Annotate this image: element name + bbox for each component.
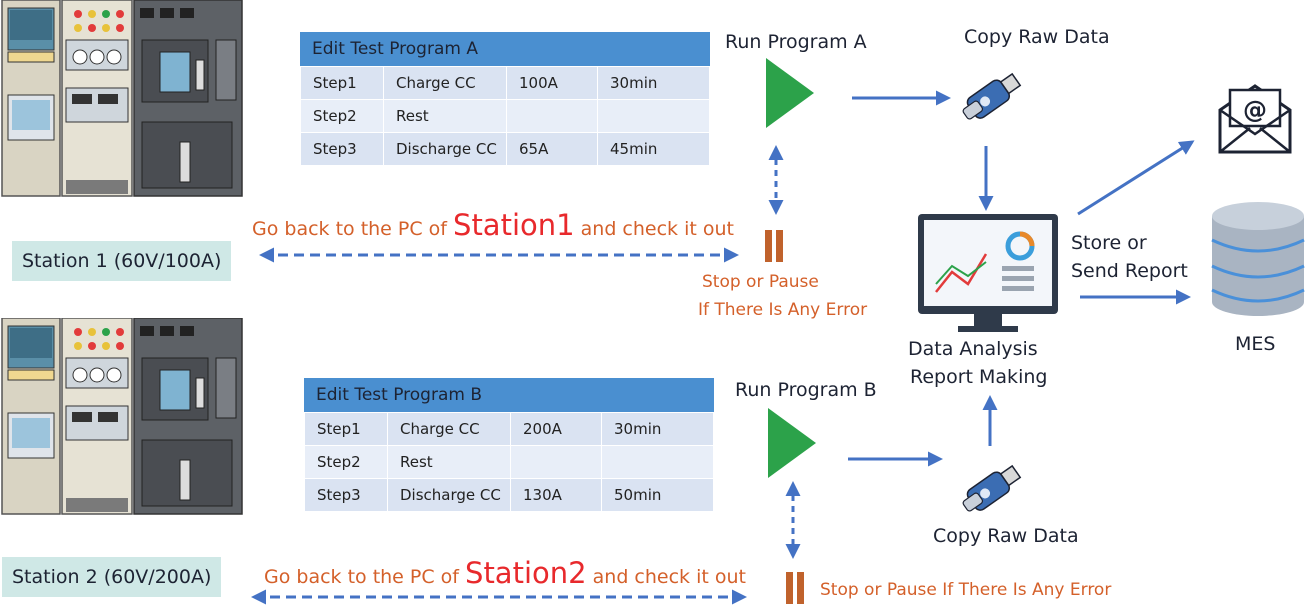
table-row: Step3 Discharge CC 65A 45min	[300, 132, 710, 166]
table-cell: Rest	[383, 99, 507, 133]
station2-error-text: Stop or Pause If There Is Any Error	[820, 580, 1112, 600]
test-equipment-station2-illustration	[1, 318, 243, 515]
table-cell: Charge CC	[383, 66, 507, 100]
usb-drive-icon	[962, 464, 1022, 512]
station1-error-line1: Stop or Pause	[702, 272, 819, 292]
goback-prefix: Go back to the PC of	[252, 218, 454, 240]
play-icon-program-a	[766, 58, 814, 128]
table-cell: 200A	[510, 412, 602, 446]
monitor-chart-icon	[918, 214, 1058, 332]
run-program-b-label: Run Program B	[735, 379, 877, 401]
test-equipment-station1-illustration	[1, 0, 243, 197]
database-icon	[1211, 202, 1305, 316]
table-cell: Step1	[304, 412, 388, 446]
table-cell	[597, 99, 710, 133]
table-cell: 30min	[601, 412, 714, 446]
copy-raw-data-top-label: Copy Raw Data	[964, 26, 1110, 48]
report-making-label: Report Making	[910, 366, 1048, 388]
table-cell: Step1	[300, 66, 384, 100]
usb-drive-icon	[962, 72, 1022, 120]
station2-goback-text: Go back to the PC of Station2 and check …	[264, 556, 746, 590]
arrow-to-email	[1077, 140, 1195, 216]
program-b-title: Edit Test Program B	[304, 378, 714, 412]
mes-label: MES	[1235, 333, 1276, 355]
program-a-title: Edit Test Program A	[300, 32, 710, 66]
goback-suffix: and check it out	[586, 566, 746, 588]
pause-bar	[776, 230, 783, 262]
program-a-table: Edit Test Program A Step1 Charge CC 100A…	[300, 32, 710, 166]
table-row: Step1 Charge CC 100A 30min	[300, 66, 710, 100]
svg-text:@: @	[1243, 96, 1267, 124]
table-row: Step2 Rest	[304, 445, 714, 479]
table-cell: Charge CC	[387, 412, 511, 446]
station1-label: Station 1 (60V/100A)	[12, 241, 232, 281]
email-icon: @	[1218, 84, 1292, 154]
program-b-table: Edit Test Program B Step1 Charge CC 200A…	[304, 378, 714, 512]
table-cell: 65A	[506, 132, 598, 166]
table-cell: 50min	[601, 478, 714, 512]
table-row: Step2 Rest	[300, 99, 710, 133]
pause-bar	[786, 572, 793, 604]
copy-raw-data-bottom-label: Copy Raw Data	[933, 525, 1079, 547]
run-program-a-label: Run Program A	[725, 31, 867, 53]
data-analysis-label: Data Analysis	[908, 338, 1038, 360]
station1-error-line2: If There Is Any Error	[698, 300, 868, 320]
pause-bar	[765, 230, 772, 262]
goback-station-name: Station1	[453, 208, 575, 242]
station1-goback-text: Go back to the PC of Station1 and check …	[252, 208, 734, 242]
goback-suffix: and check it out	[574, 218, 734, 240]
goback-station-name: Station2	[465, 556, 587, 590]
table-cell: 130A	[510, 478, 602, 512]
table-cell: 45min	[597, 132, 710, 166]
store-or-label: Store or	[1071, 232, 1147, 254]
table-cell: Step2	[304, 445, 388, 479]
table-cell: Step3	[304, 478, 388, 512]
table-row: Step1 Charge CC 200A 30min	[304, 412, 714, 446]
send-report-label: Send Report	[1071, 260, 1188, 282]
station2-label: Station 2 (60V/200A)	[2, 557, 222, 597]
table-cell: Step3	[300, 132, 384, 166]
table-cell: Step2	[300, 99, 384, 133]
table-cell: Discharge CC	[387, 478, 511, 512]
table-cell	[506, 99, 598, 133]
pause-bar	[797, 572, 804, 604]
table-cell: Rest	[387, 445, 511, 479]
goback-prefix: Go back to the PC of	[264, 566, 466, 588]
table-row: Step3 Discharge CC 130A 50min	[304, 478, 714, 512]
table-cell: Discharge CC	[383, 132, 507, 166]
play-icon-program-b	[768, 408, 816, 478]
